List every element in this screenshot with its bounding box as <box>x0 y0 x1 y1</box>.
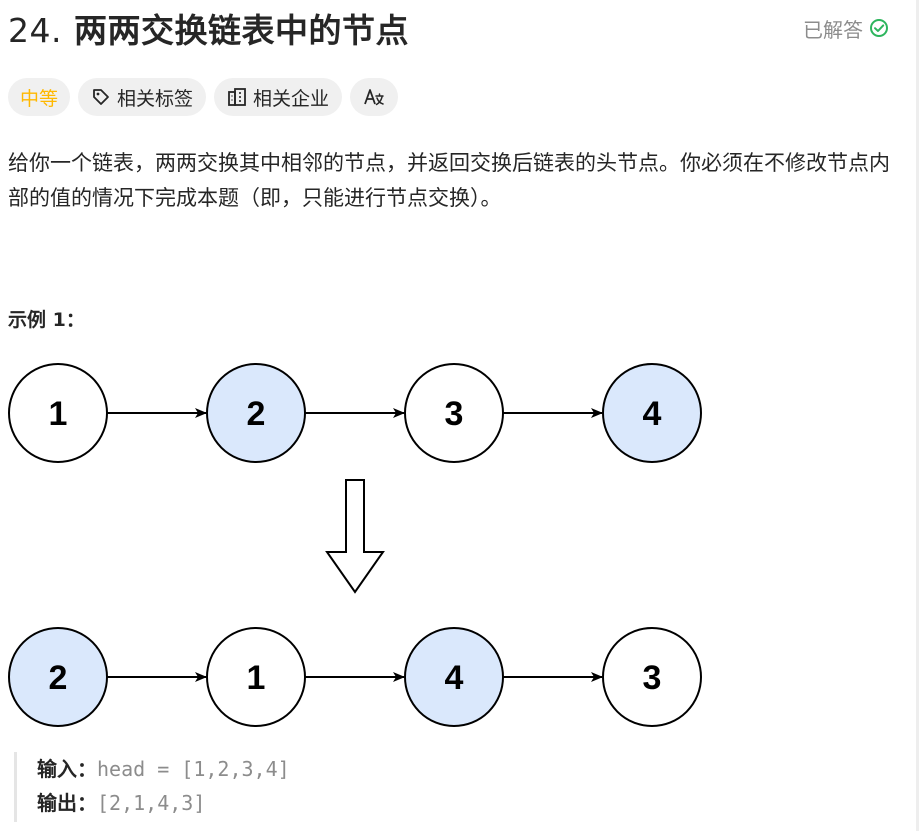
difficulty-label: 中等 <box>20 87 59 110</box>
down-arrow-icon <box>325 479 385 594</box>
example-output-line: 输出：[2,1,4,3] <box>37 786 290 820</box>
before-node-label-2: 3 <box>445 395 464 433</box>
after-node-label-1: 1 <box>247 659 266 697</box>
problem-name: 两两交换链表中的节点 <box>73 11 409 50</box>
check-circle-icon <box>870 19 888 37</box>
output-value: [2,1,4,3] <box>97 791 206 815</box>
scrollbar[interactable] <box>916 0 919 831</box>
diagram-before-row: 1 2 3 4 <box>8 363 702 463</box>
example-title: 示例 1： <box>8 309 85 331</box>
input-value: head = [1,2,3,4] <box>97 757 290 781</box>
solved-label: 已解答 <box>803 17 863 42</box>
after-node-label-2: 4 <box>445 659 464 697</box>
before-node-label-3: 4 <box>643 395 662 433</box>
example-input-line: 输入：head = [1,2,3,4] <box>37 752 290 786</box>
tag-row: 中等 相关标签 相关企业 <box>8 78 399 116</box>
example-io: 输入：head = [1,2,3,4] 输出：[2,1,4,3] <box>14 752 290 822</box>
problem-title: 24. 两两交换链表中的节点 <box>8 4 409 52</box>
before-node-label-1: 2 <box>247 395 266 433</box>
after-node-label-3: 3 <box>643 659 662 697</box>
tag-icon <box>93 89 109 105</box>
related-topics-label: 相关标签 <box>117 87 194 110</box>
building-icon <box>228 88 246 106</box>
before-node-3 <box>602 363 702 463</box>
solved-status: 已解答 <box>803 14 889 43</box>
after-node-3 <box>602 627 702 727</box>
input-label: 输入： <box>37 757 97 781</box>
after-node-label-0: 2 <box>49 659 68 697</box>
problem-number: 24. <box>8 11 62 50</box>
difficulty-badge: 中等 <box>8 78 71 116</box>
diagram-after-row: 2 1 4 3 <box>8 627 702 727</box>
output-label: 输出： <box>37 791 97 815</box>
translate-icon <box>364 89 384 106</box>
related-companies-button[interactable]: 相关企业 <box>214 78 343 116</box>
related-topics-button[interactable]: 相关标签 <box>78 78 207 116</box>
title-row: 24. 两两交换链表中的节点 已解答 <box>8 6 889 50</box>
example-diagram: 1 2 3 4 2 1 4 3 <box>8 363 702 727</box>
before-node-label-0: 1 <box>49 395 68 433</box>
related-companies-label: 相关企业 <box>253 87 330 110</box>
translate-button[interactable] <box>350 78 399 116</box>
problem-description: 给你一个链表，两两交换其中相邻的节点，并返回交换后链表的头节点。你必须在不修改节… <box>8 151 890 210</box>
